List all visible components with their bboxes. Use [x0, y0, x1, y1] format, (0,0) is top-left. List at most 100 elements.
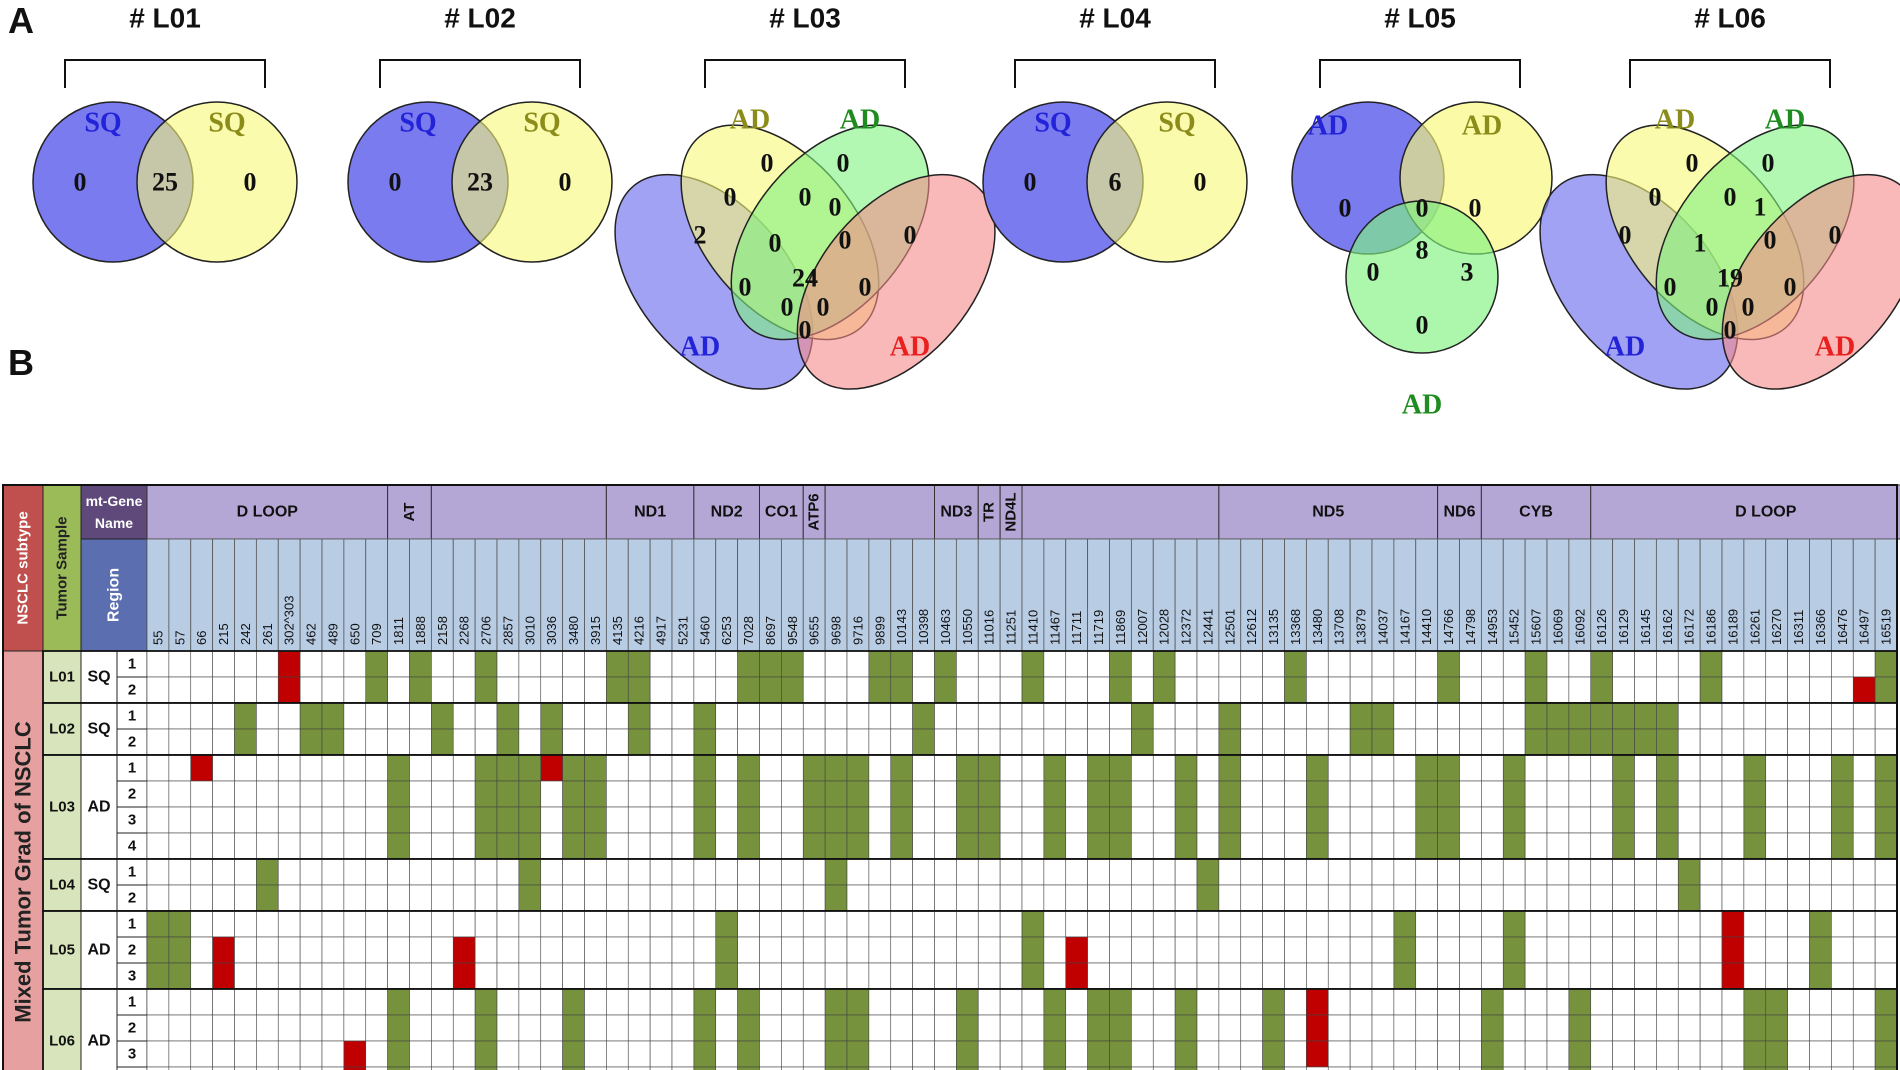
position-label: 302^303 — [282, 596, 297, 645]
mutation-cell — [1043, 832, 1067, 860]
mutation-cell — [1306, 884, 1329, 912]
mutation-cell — [1721, 676, 1745, 704]
mutation-cell — [759, 858, 782, 886]
mutation-cell — [1349, 936, 1373, 964]
mutation-cell — [518, 884, 542, 912]
mutation-cell — [649, 1014, 673, 1042]
mutation-cell — [1852, 702, 1876, 730]
mutation-cell — [1852, 962, 1876, 990]
mutation-cell — [1612, 988, 1635, 1016]
mutation-cell — [1568, 754, 1592, 782]
mutation-cell — [1152, 780, 1176, 808]
mutation-cell — [256, 962, 279, 990]
mutation-cell — [1043, 728, 1067, 756]
mutation-cell — [1656, 936, 1679, 964]
mutation-cell — [1612, 832, 1635, 860]
mutation-cell — [1831, 910, 1854, 938]
mutation-cell — [1131, 910, 1154, 938]
mutation-cell — [540, 676, 563, 704]
position-label: 650 — [347, 623, 362, 645]
position-label: 11410 — [1025, 610, 1040, 645]
mutation-cell — [474, 676, 498, 704]
mutation-cell — [1699, 1014, 1723, 1042]
mutation-cell — [1218, 728, 1242, 756]
mutation-cell — [1831, 884, 1854, 912]
mutation-cell — [1043, 936, 1067, 964]
mutation-cell — [1109, 910, 1132, 938]
mutation-cell — [365, 728, 388, 756]
mutation-cell — [977, 650, 1001, 678]
mutation-cell — [1743, 1066, 1767, 1070]
mutation-cell — [1524, 884, 1548, 912]
mutation-cell — [365, 832, 388, 860]
mutation-cell — [1459, 1040, 1482, 1068]
mutation-cell — [540, 754, 563, 782]
mutation-cell — [1677, 884, 1701, 912]
mutation-cell — [1459, 936, 1482, 964]
venn-set-label: AD — [1765, 105, 1805, 136]
mutation-cell — [1634, 988, 1657, 1016]
mutation-cell — [999, 676, 1023, 704]
mutation-cell — [1634, 1014, 1657, 1042]
mutation-cell — [737, 1066, 760, 1070]
position-label: 9548 — [785, 616, 800, 645]
mutation-cell — [146, 754, 170, 782]
mutation-cell — [1218, 780, 1242, 808]
mutation-cell — [1852, 650, 1876, 678]
position-label: 14167 — [1397, 609, 1412, 645]
mutation-cell — [1656, 962, 1679, 990]
position-label: 2268 — [457, 616, 472, 645]
mutation-cell — [868, 832, 892, 860]
mutation-cell — [1371, 1040, 1395, 1068]
mutation-cell — [977, 676, 1001, 704]
mutation-cell — [868, 728, 892, 756]
mutation-cell — [1743, 806, 1767, 834]
mutation-cell — [1327, 910, 1351, 938]
mutation-cell — [890, 910, 913, 938]
mutation-cell — [431, 754, 454, 782]
mutation-cell — [759, 702, 782, 730]
mutation-cell — [1502, 936, 1526, 964]
mutation-cell — [1065, 728, 1088, 756]
position-label: 16189 — [1725, 609, 1740, 645]
position-label: 14953 — [1485, 609, 1500, 645]
sample-subtype-cell — [80, 702, 118, 756]
mutation-cell — [1437, 884, 1460, 912]
mutation-cell — [1087, 1040, 1110, 1068]
mutation-cell — [168, 754, 192, 782]
mutation-cell — [1240, 1066, 1263, 1070]
gene-group-cell — [1021, 484, 1220, 540]
mutation-cell — [1152, 676, 1176, 704]
mutation-cell — [1524, 780, 1548, 808]
mutation-cell — [409, 702, 432, 730]
mutation-cell — [584, 1014, 607, 1042]
mutation-cell — [277, 728, 301, 756]
mutation-cell — [1174, 676, 1198, 704]
sample-subtype: SQ — [87, 669, 110, 686]
mutation-cell — [824, 962, 848, 990]
mutation-cell — [1481, 1066, 1504, 1070]
mutation-cell — [1021, 728, 1045, 756]
mutation-cell — [606, 988, 629, 1016]
mutation-cell — [1524, 832, 1548, 860]
mutation-cell — [1393, 936, 1417, 964]
region-header-label: Region — [106, 568, 123, 622]
position-label: 14798 — [1463, 609, 1478, 645]
venn-set-label: AD — [840, 105, 880, 136]
mutation-cell — [1765, 832, 1788, 860]
mutation-cell — [802, 676, 826, 704]
mutation-cell — [1874, 754, 1898, 782]
mutation-cell — [1677, 1066, 1701, 1070]
mutation-cell — [1721, 988, 1745, 1016]
sample-block: L06AD1234 — [42, 988, 1898, 1070]
position-label: 1888 — [413, 616, 428, 645]
mutation-cell — [671, 858, 695, 886]
mutation-cell — [868, 988, 892, 1016]
mutation-cell — [846, 1040, 870, 1068]
mutation-cell — [1787, 650, 1810, 678]
mutation-cell — [1043, 1014, 1067, 1042]
mutation-cell — [759, 936, 782, 964]
mutation-cell — [1677, 728, 1701, 756]
mutation-cell — [1437, 910, 1460, 938]
